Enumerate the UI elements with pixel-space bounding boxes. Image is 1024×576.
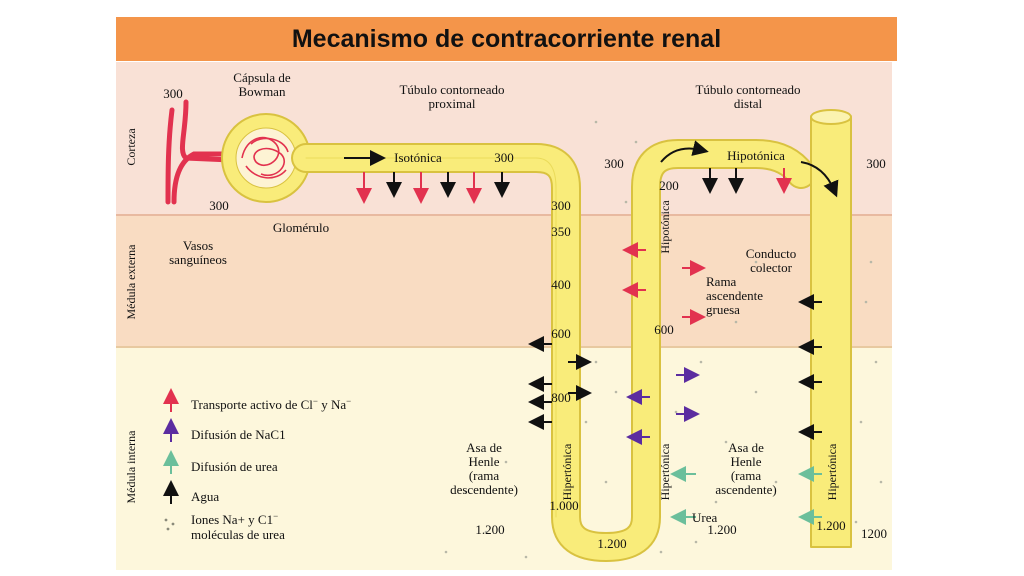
legend-item-4: Agua — [191, 489, 219, 504]
dct-arrows — [702, 168, 792, 194]
osm-1200-bottom: 1.200 — [597, 536, 626, 551]
osm-1200-left: 1.200 — [475, 522, 504, 537]
osm-300-vessel: 300 — [163, 86, 183, 101]
osm-300-capsule: 300 — [209, 198, 229, 213]
flow-arrow-cd — [800, 161, 839, 198]
isotonica-label: Isotónica — [394, 150, 442, 165]
hipertonica-col-label: Hipertónica — [825, 443, 839, 500]
capsula-label-1: Cápsula de — [233, 70, 291, 85]
tcd-label-2: distal — [734, 96, 763, 111]
conducto-label-2: colector — [750, 260, 793, 275]
urea-label: Urea — [692, 510, 717, 525]
asa-asc-label-2: Henle — [730, 454, 761, 469]
hipotonica-v-label: Hipotónica — [658, 200, 672, 254]
osm-800: 800 — [551, 390, 571, 405]
asa-asc-label-1: Asa de — [728, 440, 764, 455]
legend-item-3: Difusión de urea — [191, 459, 278, 474]
nephron-tubule — [291, 109, 852, 562]
osm-600-desc: 600 — [551, 326, 571, 341]
renal-diagram-svg: Corteza Médula externa Médula interna — [116, 62, 892, 570]
collecting-duct-arrows — [798, 294, 822, 525]
zone-label-medula-interna: Médula interna — [124, 430, 138, 504]
hipertonica-asc-label: Hipertónica — [658, 443, 672, 500]
legend-item-5-line2: moléculas de urea — [191, 527, 285, 542]
ascending-limb-arrows — [622, 242, 706, 525]
legend-item-1: Transporte activo de Cl− y Na− — [191, 396, 351, 412]
osm-600-asc: 600 — [654, 322, 674, 337]
tcd-label-1: Túbulo contorneado — [695, 82, 800, 97]
glomerulus — [241, 136, 289, 179]
asa-desc-label-3: (rama — [469, 468, 500, 483]
rama-label-3: gruesa — [706, 302, 740, 317]
rama-label-2: ascendente — [706, 288, 763, 303]
zone-label-corteza: Corteza — [124, 128, 138, 166]
osm-1200-right: 1200 — [861, 526, 887, 541]
flow-arrow-dct — [660, 140, 709, 163]
osm-1200-mid: 1.200 — [707, 522, 736, 537]
asa-desc-label-4: descendente) — [450, 482, 518, 497]
medula-interna-zone — [116, 347, 892, 570]
blood-vessels — [165, 99, 234, 205]
legend: Transporte activo de Cl− y Na− Difusión … — [163, 388, 351, 542]
osm-300-mid: 300 — [604, 156, 624, 171]
osm-1000: 1.000 — [549, 498, 578, 513]
medula-externa-zone — [116, 215, 892, 347]
asa-asc-label-3: (rama — [731, 468, 762, 483]
rama-label-1: Rama — [706, 274, 737, 289]
osm-300-desc: 300 — [551, 198, 571, 213]
diagram: Corteza Médula externa Médula interna — [116, 62, 892, 570]
zone-label-medula-externa: Médula externa — [124, 244, 138, 320]
capsula-label-2: Bowman — [239, 84, 286, 99]
tcp-label-2: proximal — [429, 96, 476, 111]
osm-300-pct: 300 — [494, 150, 514, 165]
asa-desc-label-2: Henle — [468, 454, 499, 469]
osm-350: 350 — [551, 224, 571, 239]
osm-1200-col: 1.200 — [816, 518, 845, 533]
hipertonica-desc-label: Hipertónica — [560, 443, 574, 500]
page-title: Mecanismo de contracorriente renal — [291, 24, 722, 53]
conducto-label-1: Conducto — [746, 246, 797, 261]
vasos-label-1: Vasos — [183, 238, 213, 253]
osm-200: 200 — [659, 178, 679, 193]
asa-asc-label-4: ascendente) — [715, 482, 776, 497]
tcp-label-1: Túbulo contorneado — [399, 82, 504, 97]
pct-reabsorption-arrows — [356, 172, 510, 204]
vasos-label-2: sanguíneos — [169, 252, 227, 267]
legend-item-5: Iones Na+ y C1− — [191, 511, 278, 527]
descending-limb-arrows — [528, 336, 592, 430]
osm-300-right: 300 — [866, 156, 886, 171]
legend-item-2: Difusión de NaC1 — [191, 427, 286, 442]
legend-dots — [164, 518, 175, 531]
asa-desc-label-1: Asa de — [466, 440, 502, 455]
hipotonica-h-label: Hipotónica — [727, 148, 785, 163]
osm-400: 400 — [551, 277, 571, 292]
glomerulo-label: Glomérulo — [273, 220, 329, 235]
title-bar: Mecanismo de contracorriente renal — [116, 17, 897, 61]
